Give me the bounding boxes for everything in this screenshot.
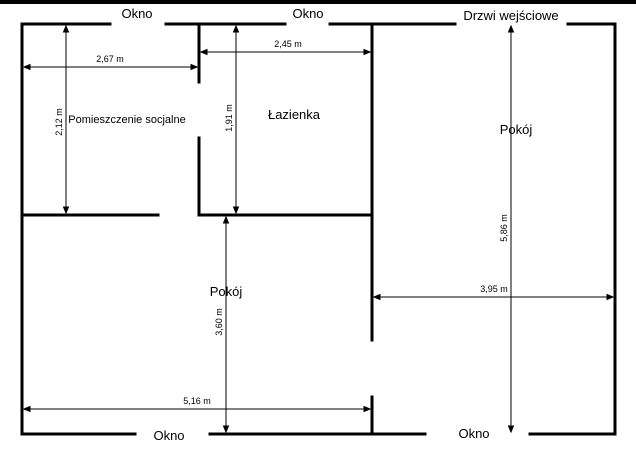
- dim-social-width: 2,67 m: [96, 54, 124, 64]
- top-border: [0, 0, 636, 4]
- window-bottom-right-label: Okno: [458, 426, 489, 441]
- dim-right-room-height: 5,86 m: [499, 214, 509, 242]
- window-top-middle-label: Okno: [292, 6, 323, 21]
- dimension-lines: [22, 24, 615, 434]
- window-top-left-label: Okno: [121, 6, 152, 21]
- dim-bottom-room-height: 3,60 m: [214, 308, 224, 336]
- walls: [20, 22, 617, 436]
- room-social-label: Pomieszczenie socjalne: [68, 114, 185, 126]
- dim-social-height: 2,12 m: [54, 108, 64, 136]
- room-bottom-left-label: Pokój: [210, 284, 243, 299]
- entrance-door-label: Drzwi wejściowe: [463, 8, 558, 23]
- dim-bottom-room-width: 5,16 m: [183, 396, 211, 406]
- room-bathroom-label: Łazienka: [268, 107, 321, 122]
- dim-right-room-width: 3,95 m: [480, 284, 508, 294]
- room-right-label: Pokój: [500, 122, 533, 137]
- dim-bathroom-height: 1,91 m: [224, 104, 234, 132]
- window-bottom-left-label: Okno: [153, 428, 184, 443]
- dim-bathroom-width: 2,45 m: [274, 39, 302, 49]
